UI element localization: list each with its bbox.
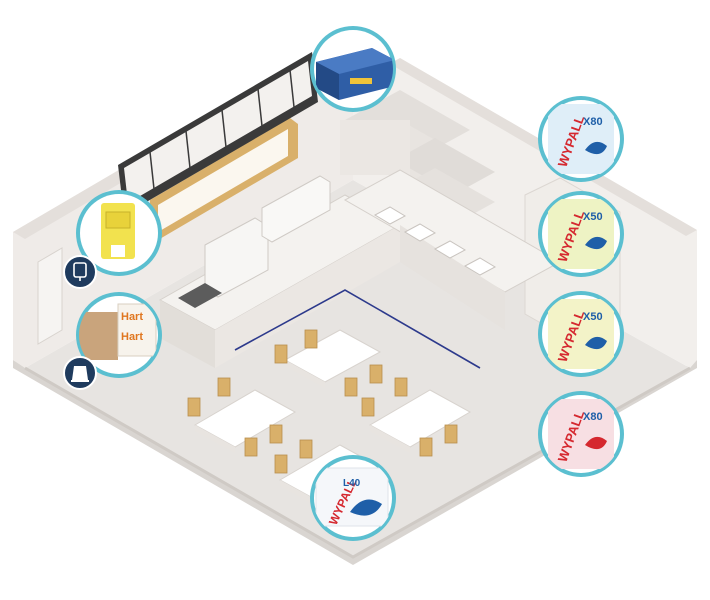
- wypall-pack: [548, 104, 614, 174]
- chair: [244, 437, 258, 457]
- table: [368, 389, 472, 453]
- chair: [269, 424, 283, 444]
- wypall-pack: [548, 399, 614, 469]
- soap-dispenser-icon: [73, 262, 87, 281]
- chair: [444, 424, 458, 444]
- product-code: X50: [583, 311, 603, 323]
- hotspot-right-1[interactable]: WYPALL X80: [538, 96, 624, 182]
- hotspot-bottom-wipes[interactable]: WYPALL L40: [310, 455, 396, 541]
- brand-label: Hart: [121, 311, 143, 323]
- hotspot-top-box[interactable]: [310, 26, 396, 112]
- left-door: [37, 247, 63, 345]
- chair: [217, 377, 231, 397]
- hotspot-left-towels[interactable]: Hart Hart: [76, 292, 162, 378]
- pin-soap-dispenser[interactable]: [63, 255, 97, 289]
- floor-marking: [234, 289, 481, 369]
- chair: [369, 364, 383, 384]
- pin-towel-dispenser[interactable]: [63, 356, 97, 390]
- hotspot-right-2[interactable]: WYPALL X50: [538, 191, 624, 277]
- chair: [274, 454, 288, 474]
- chair: [299, 439, 313, 459]
- room: [13, 52, 697, 565]
- hotspot-left-soap[interactable]: [76, 190, 162, 276]
- product-code: L40: [343, 478, 361, 489]
- chair: [344, 377, 358, 397]
- product-code: X80: [583, 411, 603, 423]
- product-code: X50: [583, 211, 603, 223]
- chair: [304, 329, 318, 349]
- chair: [394, 377, 408, 397]
- paper-towel-pack: [79, 312, 118, 360]
- towel-dispenser-icon: [71, 366, 89, 382]
- chair: [187, 397, 201, 417]
- chair: [419, 437, 433, 457]
- window-glass: [158, 129, 288, 232]
- hotspot-right-3[interactable]: WYPALL X50: [538, 291, 624, 377]
- wypall-pack: [548, 299, 614, 369]
- chair: [274, 344, 288, 364]
- product-code: X80: [583, 116, 603, 128]
- table: [193, 389, 297, 453]
- wypall-pack: [548, 199, 614, 269]
- chair: [361, 397, 375, 417]
- table: [283, 329, 382, 388]
- hood: [118, 52, 318, 215]
- brand-label: Hart: [121, 331, 143, 343]
- hotspot-right-4[interactable]: WYPALL X80: [538, 391, 624, 477]
- counters: [158, 169, 562, 368]
